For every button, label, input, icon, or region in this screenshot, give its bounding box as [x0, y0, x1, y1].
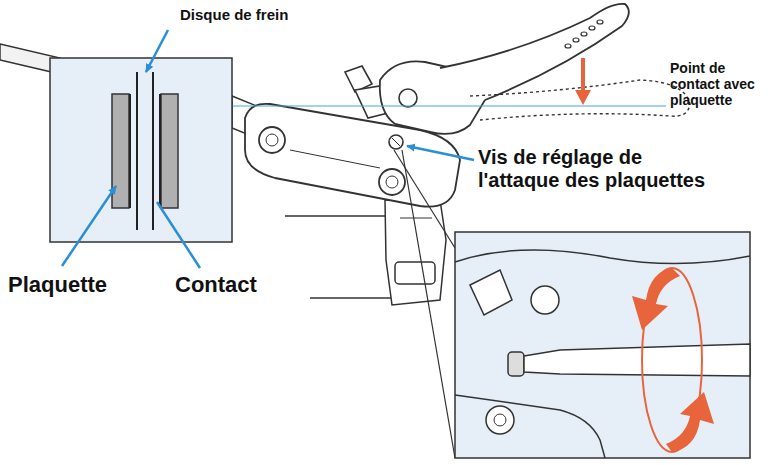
- body-line: [290, 150, 380, 168]
- leader-arrow: [146, 30, 168, 72]
- pivot: [259, 127, 285, 153]
- part-label: Plaquette: [8, 272, 168, 297]
- lever-detail: [455, 250, 750, 264]
- pad-backing: [159, 94, 161, 208]
- leader-arrow: [407, 146, 474, 160]
- pivot: [266, 134, 278, 146]
- lever-blade: [440, 4, 629, 100]
- part-label: Vis de réglage de l'attaque des plaquett…: [478, 146, 714, 192]
- adjust-screw: [392, 138, 400, 146]
- body-detail: [455, 395, 605, 458]
- pivot: [379, 169, 405, 195]
- pivot-detail: [494, 414, 506, 426]
- lever-pivot: [399, 89, 417, 107]
- pad: [161, 94, 178, 208]
- pivot-detail: [531, 286, 559, 314]
- pivot: [386, 176, 398, 188]
- contact-line: [232, 106, 666, 107]
- brake-disc: [152, 72, 154, 230]
- brake-disc: [136, 72, 138, 230]
- lever-pulled: [470, 80, 690, 120]
- leader-arrow: [62, 186, 116, 266]
- handlebar-edge: [310, 297, 392, 299]
- zoom-line: [402, 150, 455, 458]
- screwdriver: [524, 344, 750, 376]
- zoom-line: [394, 150, 455, 248]
- handlebar-edge: [285, 215, 385, 217]
- press-arrow: [575, 90, 591, 105]
- adjust-screw: [508, 352, 524, 376]
- part-label: Contact: [175, 272, 315, 297]
- pivot-detail: [486, 406, 514, 434]
- adjust-screw: [389, 135, 403, 149]
- clamp-detail: [400, 218, 432, 219]
- rotation-arrow: [666, 392, 714, 452]
- clamp: [385, 200, 446, 305]
- disc-inset: [50, 58, 232, 242]
- part-label: Point de contact avec plaquette: [670, 60, 764, 108]
- rotation-arrow: [632, 268, 680, 330]
- banjo-detail: [470, 270, 512, 315]
- press-arrow: [581, 58, 585, 92]
- leader-line: [157, 202, 200, 268]
- screw-inset: [455, 232, 750, 458]
- pad: [112, 94, 129, 208]
- part-label: Disque de frein: [180, 6, 340, 23]
- lever-holes: [565, 20, 603, 48]
- pad-backing: [129, 94, 131, 208]
- clamp-bolt: [395, 262, 435, 284]
